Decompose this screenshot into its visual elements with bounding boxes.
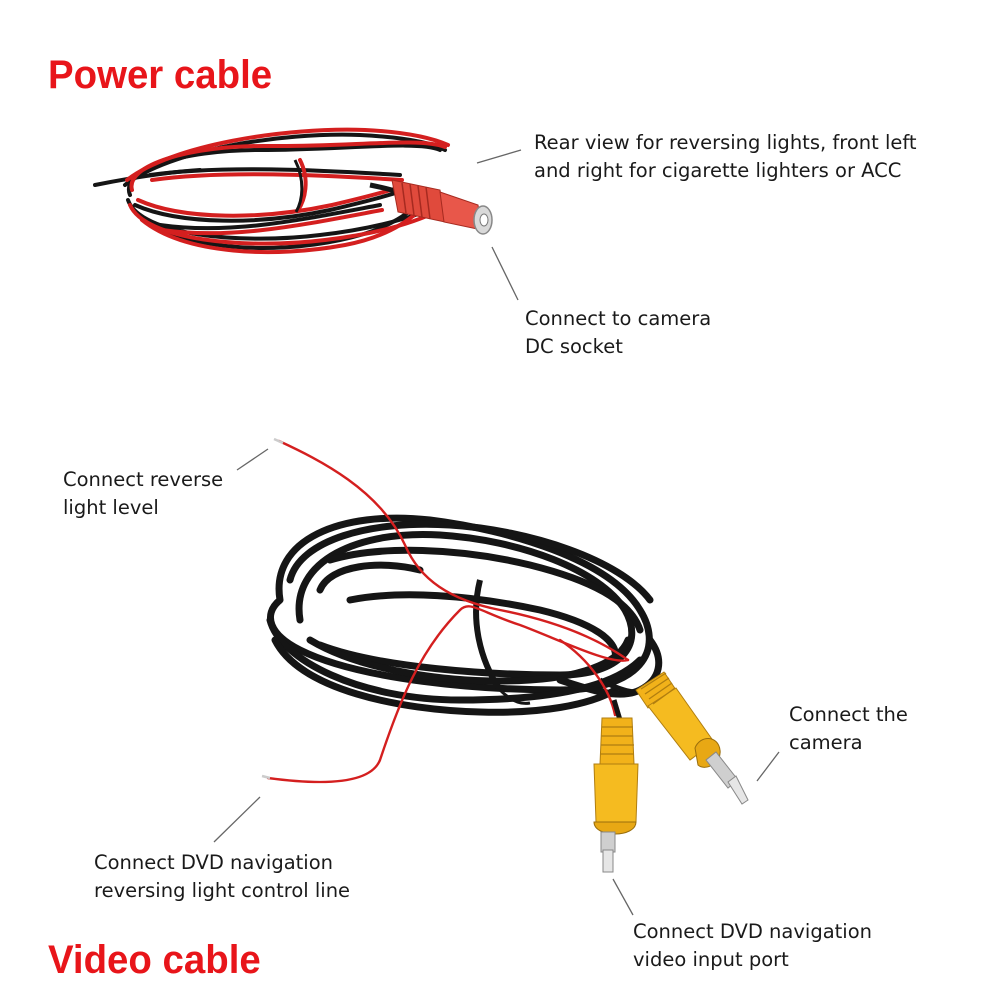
video-cable-heading: Video cable — [48, 938, 261, 982]
dc-socket-label: Connect to camera DC socket — [525, 307, 712, 358]
video-leader-lines — [213, 448, 780, 916]
dvd-video-label: Connect DVD navigation video input port — [633, 920, 872, 971]
wire-end-bottom — [261, 774, 271, 780]
camera-label: Connect the camera — [789, 703, 908, 754]
rear-view-label: Rear view for reversing lights, front le… — [534, 131, 917, 182]
dc-plug — [391, 179, 493, 235]
reverse-light-label: Connect reverse light level — [63, 468, 224, 519]
dvd-control-label: Connect DVD navigation reversing light c… — [94, 851, 351, 902]
power-leader-lines — [476, 149, 522, 301]
power-cable-coil — [93, 127, 493, 255]
red-trigger-wire — [266, 439, 630, 784]
wire-end-top — [273, 437, 284, 445]
rca-connector-dvd — [593, 699, 639, 873]
video-cable-coil — [266, 514, 663, 716]
power-cable-heading: Power cable — [48, 53, 273, 97]
rca-connector-camera — [635, 671, 749, 805]
